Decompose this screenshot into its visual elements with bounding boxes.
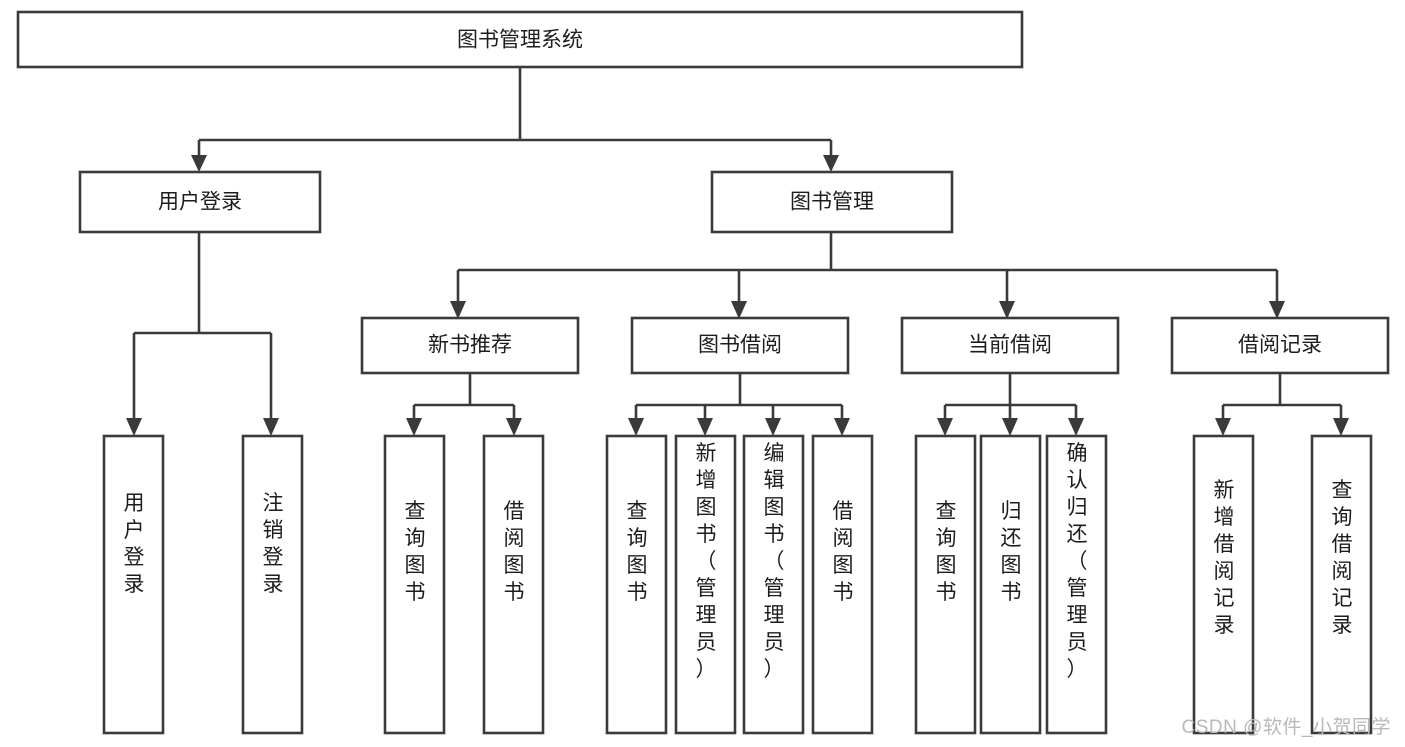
leaf-user-login-1-label: 注销登录 (263, 492, 284, 596)
node-new-book-recommend-label: 新书推荐 (428, 334, 512, 357)
node-root-box (16, 10, 1024, 69)
node-root-book-management-system[interactable]: 图书管理系统 (16, 10, 1024, 69)
node-book-borrow[interactable]: 图书借阅 (630, 316, 850, 375)
arrow-root-to-book-manage-icon (823, 155, 839, 172)
leaf-new-book-0-box (383, 434, 446, 735)
leaf-book-borrow-2[interactable]: 编辑图书（管理员） (742, 434, 805, 735)
arrow-new-book-leaf-1-icon (506, 418, 522, 436)
arrow-user-login-leaf-0-icon (126, 418, 142, 436)
arrow-book-borrow-leaf-0-icon (628, 418, 644, 436)
node-current-borrow-box (900, 316, 1120, 375)
node-borrow-record-label: 借阅记录 (1238, 334, 1322, 357)
leaf-book-borrow-3-label: 借阅图书 (833, 500, 854, 604)
leaf-current-borrow-2[interactable]: 确认归还（管理员） (1045, 434, 1108, 735)
leaf-borrow-record-1-label: 查询借阅记录 (1332, 479, 1353, 637)
node-current-borrow-label: 当前借阅 (968, 334, 1052, 357)
leaf-book-borrow-1[interactable]: 新增图书（管理员） (674, 434, 737, 735)
node-user-login-label: 用户登录 (158, 191, 242, 214)
node-new-book-recommend[interactable]: 新书推荐 (360, 316, 580, 375)
node-book-management-box (710, 170, 954, 234)
leaf-current-borrow-0-label: 查询图书 (936, 500, 957, 604)
leaf-current-borrow-0-box (914, 434, 977, 735)
leaf-user-login-1-box (241, 434, 304, 735)
leaf-book-borrow-3-box (811, 434, 874, 735)
node-borrow-record-box (1170, 316, 1390, 375)
leaf-current-borrow-0[interactable]: 查询图书 (914, 434, 977, 735)
leaf-book-borrow-1-label: 新增图书（管理员） (696, 442, 717, 681)
leaf-new-book-0-label: 查询图书 (405, 500, 426, 604)
leaf-new-book-1-label: 借阅图书 (504, 500, 525, 604)
node-user-login-box (78, 170, 322, 234)
node-book-management-label: 图书管理 (790, 191, 874, 214)
arrow-book-manage-child-0-icon (450, 301, 466, 319)
arrow-book-manage-child-1-icon (731, 301, 747, 319)
leaf-current-borrow-1[interactable]: 归还图书 (979, 434, 1042, 735)
node-book-borrow-label: 图书借阅 (698, 334, 782, 357)
leaf-book-borrow-2-box (742, 434, 805, 735)
leaf-borrow-record-0-box (1192, 434, 1255, 735)
node-new-book-recommend-box (360, 316, 580, 375)
arrow-new-book-leaf-0-icon (406, 418, 422, 436)
leaf-user-login-0[interactable]: 用户登录 (102, 434, 165, 735)
leaf-user-login-0-box (102, 434, 165, 735)
leaf-new-book-1[interactable]: 借阅图书 (482, 434, 545, 735)
node-user-login[interactable]: 用户登录 (78, 170, 322, 234)
leaf-book-borrow-3[interactable]: 借阅图书 (811, 434, 874, 735)
leaf-book-borrow-0-box (605, 434, 668, 735)
node-book-management[interactable]: 图书管理 (710, 170, 954, 234)
leaf-book-borrow-1-box (674, 434, 737, 735)
node-book-borrow-box (630, 316, 850, 375)
arrow-current-borrow-leaf-2-icon (1068, 418, 1084, 436)
leaf-borrow-record-1[interactable]: 查询借阅记录 (1310, 434, 1373, 735)
leaf-current-borrow-1-box (979, 434, 1042, 735)
connector-layer (126, 67, 1349, 436)
arrow-borrow-record-leaf-0-icon (1215, 418, 1231, 436)
leaf-new-book-0[interactable]: 查询图书 (383, 434, 446, 735)
leaf-new-book-1-box (482, 434, 545, 735)
arrow-user-login-leaf-1-icon (263, 418, 279, 436)
arrow-current-borrow-leaf-1-icon (1002, 418, 1018, 436)
leaf-book-borrow-2-label: 编辑图书（管理员） (764, 442, 785, 681)
csdn-watermark: CSDN @软件_小贺同学 (1181, 717, 1391, 738)
node-borrow-record[interactable]: 借阅记录 (1170, 316, 1390, 375)
arrow-book-manage-child-3-icon (1269, 301, 1285, 319)
node-current-borrow[interactable]: 当前借阅 (900, 316, 1120, 375)
leaf-borrow-record-0-label: 新增借阅记录 (1214, 479, 1235, 637)
leaf-current-borrow-2-box (1045, 434, 1108, 735)
arrow-book-borrow-leaf-3-icon (834, 418, 850, 436)
leaf-book-borrow-0-label: 查询图书 (627, 500, 648, 604)
arrow-book-borrow-leaf-1-icon (697, 418, 713, 436)
arrow-root-to-user-login-icon (191, 155, 207, 172)
arrow-book-manage-child-2-icon (999, 301, 1015, 319)
arrow-borrow-record-leaf-1-icon (1333, 418, 1349, 436)
leaf-user-login-1[interactable]: 注销登录 (241, 434, 304, 735)
leaf-borrow-record-0[interactable]: 新增借阅记录 (1192, 434, 1255, 735)
leaf-book-borrow-0[interactable]: 查询图书 (605, 434, 668, 735)
leaf-borrow-record-1-box (1310, 434, 1373, 735)
arrow-book-borrow-leaf-2-icon (765, 418, 781, 436)
leaf-user-login-0-label: 用户登录 (124, 492, 145, 596)
leaf-current-borrow-2-label: 确认归还（管理员） (1067, 442, 1088, 681)
arrow-current-borrow-leaf-0-icon (937, 418, 953, 436)
node-root-label: 图书管理系统 (457, 29, 583, 52)
leaf-current-borrow-1-label: 归还图书 (1001, 500, 1022, 604)
